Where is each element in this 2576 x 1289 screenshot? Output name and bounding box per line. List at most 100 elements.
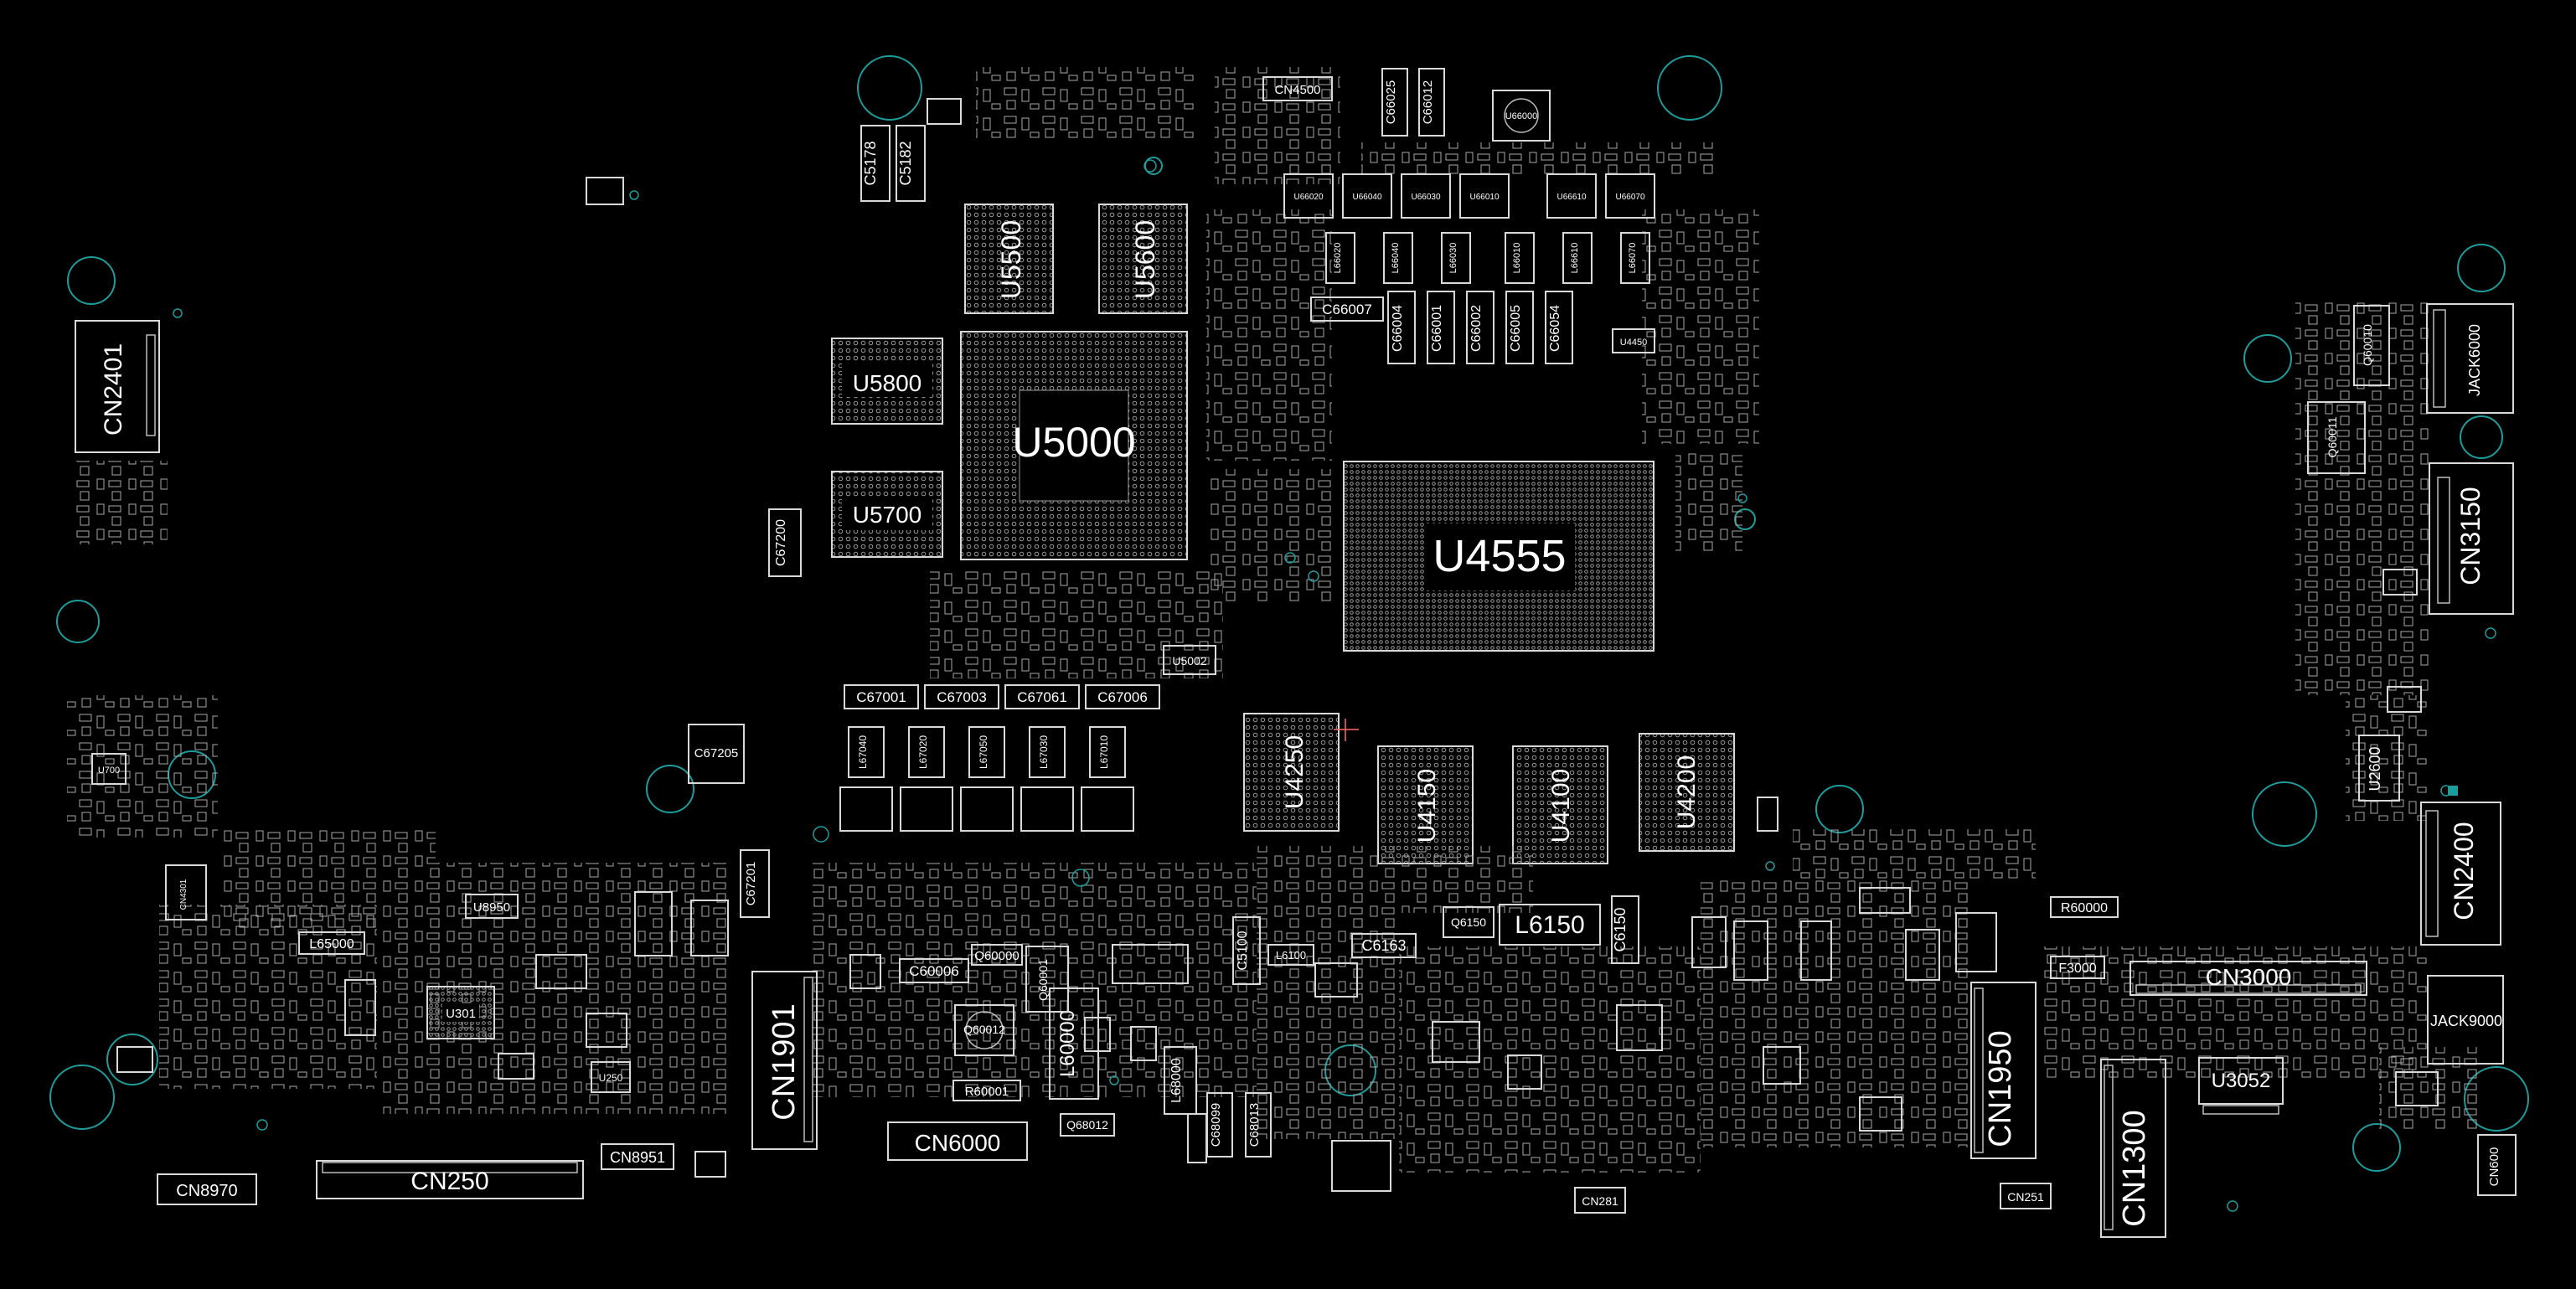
inductor-l67010[interactable]: L67010 — [1089, 726, 1126, 778]
transistor-q60000[interactable]: Q60000 — [971, 944, 1023, 966]
capacitor-c5182[interactable]: C5182 — [896, 125, 926, 202]
capacitor-c66012[interactable]: C66012 — [1418, 68, 1445, 137]
vrm-u66070[interactable] — [1605, 173, 1655, 219]
transistor-q60001[interactable]: Q60001 — [1025, 946, 1069, 1013]
capacitor-c66054[interactable] — [1545, 291, 1573, 364]
chip-u66000[interactable]: U66000 — [1492, 90, 1551, 142]
connector-jack6000[interactable]: JACK6000 — [2426, 303, 2514, 414]
inductor-l6150[interactable]: L6150 — [1499, 904, 1601, 946]
mosfet[interactable] — [900, 786, 953, 832]
mosfet[interactable] — [1081, 786, 1134, 832]
chip-u5002[interactable]: U5002 — [1163, 645, 1216, 675]
capacitor-c6163[interactable]: C6163 — [1351, 933, 1417, 958]
transistor-q68012[interactable]: Q68012 — [1060, 1113, 1115, 1137]
chip-u4450[interactable]: U4450 — [1612, 328, 1655, 353]
resistor-r60001[interactable]: R60001 — [952, 1080, 1021, 1101]
connector-cn2401[interactable]: CN2401 — [75, 320, 160, 453]
capacitor-c67061[interactable] — [1004, 684, 1080, 709]
capacitor-c67205[interactable]: C67205 — [688, 724, 745, 784]
inductor-l67050[interactable]: L67050 — [968, 726, 1005, 778]
chip-label: U5700 — [853, 502, 922, 528]
capacitor-c67200[interactable]: C67200 — [768, 508, 802, 577]
connector-cn8970[interactable]: CN8970 — [157, 1173, 257, 1205]
inductor-l66610[interactable] — [1562, 232, 1593, 284]
transistor-q60012[interactable]: Q60012 — [954, 1004, 1014, 1056]
capacitor-c6150[interactable]: C6150 — [1611, 895, 1639, 964]
connector-cn1950[interactable]: CN1950 — [1970, 982, 2037, 1159]
transistor-q60011[interactable]: Q60011 — [2307, 401, 2366, 474]
inductor-l67040[interactable]: L67040 — [848, 726, 885, 778]
vrm-u66030[interactable] — [1401, 173, 1451, 219]
mosfet[interactable] — [960, 786, 1014, 832]
chip-u3052[interactable]: U3052 — [2198, 1057, 2284, 1115]
connector-cn1300[interactable]: CN1300 — [2100, 1059, 2166, 1238]
vrm-u66040[interactable] — [1342, 173, 1392, 219]
connector-cn600[interactable]: CN600 — [2477, 1134, 2517, 1196]
fuse-f3000[interactable]: F3000 — [2050, 956, 2105, 979]
inductor-l6100[interactable]: L6100 — [1267, 944, 1314, 966]
connector-cn3150[interactable]: CN3150 — [2429, 462, 2514, 615]
inductor-l67020[interactable]: L67020 — [908, 726, 945, 778]
capacitor-c66001[interactable] — [1427, 291, 1455, 364]
capacitor-c66002[interactable] — [1466, 291, 1494, 364]
connector-cn2400[interactable]: CN2400 — [2420, 802, 2501, 946]
capacitor-c5178[interactable]: C5178 — [860, 125, 891, 202]
chip-u4100[interactable]: U4100 — [1512, 745, 1608, 864]
inductor-l66020[interactable] — [1325, 232, 1355, 284]
chip-u2600[interactable]: U2600 — [2358, 735, 2400, 802]
capacitor-c67001[interactable] — [844, 684, 919, 709]
chip-u700[interactable]: U700 — [91, 753, 126, 785]
connector-cn6000[interactable]: CN6000 — [887, 1121, 1028, 1161]
inductor-l67030[interactable]: L67030 — [1029, 726, 1066, 778]
resistor-r60000[interactable]: R60000 — [2050, 896, 2119, 918]
chip-u5600[interactable]: U5600 — [1098, 204, 1188, 314]
connector-cn4301[interactable]: CN4301 — [165, 864, 207, 920]
vrm-u66020[interactable] — [1283, 173, 1334, 219]
mosfet[interactable] — [1020, 786, 1074, 832]
vrm-u66010[interactable] — [1459, 173, 1510, 219]
capacitor-c60006[interactable]: C60006 — [899, 958, 969, 983]
connector-cn4500[interactable]: CN4500 — [1262, 76, 1333, 101]
mosfet[interactable] — [839, 786, 893, 832]
chip-u4150[interactable]: U4150 — [1377, 745, 1474, 864]
capacitor-c67006[interactable] — [1085, 684, 1160, 709]
capacitor-c66004[interactable] — [1387, 291, 1416, 364]
connector-cn1901[interactable]: CN1901 — [751, 971, 818, 1150]
connector-cn251[interactable]: CN251 — [2000, 1183, 2052, 1209]
transistor-q60010[interactable]: Q60010 — [2353, 305, 2390, 386]
capacitor-c66007[interactable]: C66007 — [1310, 296, 1384, 322]
chip-u5700[interactable]: U5700 — [831, 471, 943, 558]
inductor-l66010[interactable] — [1505, 232, 1535, 284]
connector-cn281[interactable]: CN281 — [1574, 1187, 1626, 1214]
inductor-l68000[interactable]: L68000 — [1164, 1046, 1197, 1115]
chip-u5500[interactable]: U5500 — [964, 204, 1054, 314]
chip-u5800[interactable]: U5800 — [831, 338, 943, 425]
chip-u250[interactable]: U250 — [591, 1061, 631, 1093]
inductor-l65000[interactable]: L65000 — [298, 931, 365, 955]
chip-u5000[interactable]: U5000 — [960, 331, 1188, 560]
inductor-l66040[interactable] — [1383, 232, 1413, 284]
vrm-label: U66070 — [1615, 193, 1644, 202]
capacitor-c66025[interactable]: C66025 — [1381, 68, 1408, 137]
chip-u4250[interactable]: U4250 — [1243, 713, 1340, 832]
chip-u8950[interactable]: U8950 — [465, 894, 519, 919]
capacitor-c67201[interactable]: C67201 — [740, 849, 770, 918]
transistor-label: Q60011 — [2326, 416, 2339, 457]
connector-jack9000[interactable]: JACK9000 — [2427, 975, 2504, 1065]
capacitor-c67003[interactable] — [924, 684, 999, 709]
inductor-l66030[interactable] — [1441, 232, 1471, 284]
chip-u4555[interactable]: U4555 — [1343, 461, 1655, 652]
vrm-u66610[interactable] — [1546, 173, 1597, 219]
connector-cn3000[interactable]: CN3000 — [2129, 961, 2367, 996]
inductor-l66070[interactable] — [1620, 232, 1650, 284]
chip-u301[interactable]: U301 — [426, 986, 495, 1039]
connector-cn8951[interactable]: CN8951 — [601, 1143, 674, 1170]
chip-u4200[interactable]: U4200 — [1639, 733, 1735, 852]
mounting-hole — [2352, 1123, 2401, 1172]
connector-cn250[interactable]: CN250 — [316, 1160, 584, 1199]
transistor-q6150[interactable]: Q6150 — [1443, 906, 1494, 938]
capacitor-c68013[interactable]: C68013 — [1245, 1092, 1272, 1158]
inductor-l60000[interactable]: L60000 — [1049, 987, 1099, 1100]
capacitor-c5100[interactable]: C5100 — [1232, 916, 1261, 985]
capacitor-c66005[interactable] — [1505, 291, 1534, 364]
